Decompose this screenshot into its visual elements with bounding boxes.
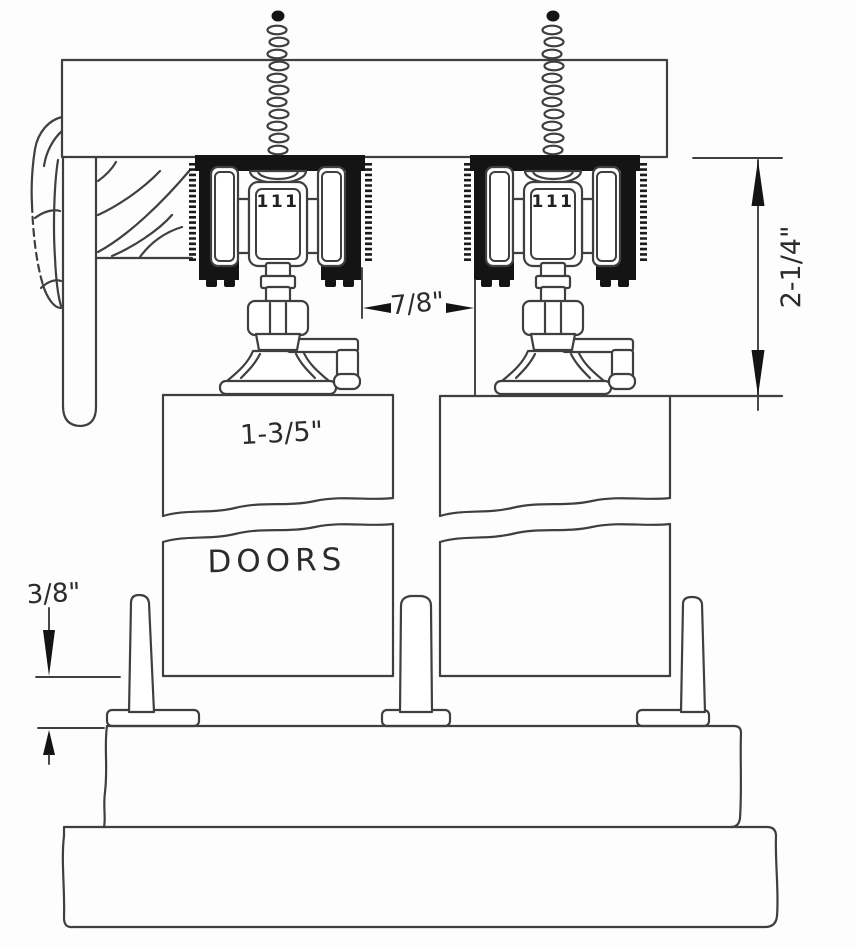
door-left: 1-3/5" DOORS (161, 393, 395, 678)
dim-track-gap-label: 7/8" (389, 287, 445, 322)
threshold-sill (102, 724, 743, 829)
header-board (60, 58, 669, 159)
floor-guide-left (105, 593, 201, 728)
arrowhead-down-icon (43, 630, 55, 676)
dimension-track-gap: 7/8" (361, 267, 476, 397)
dim-door-offset-label: 1-3/5" (239, 416, 323, 451)
arrowhead-up-icon (751, 160, 765, 206)
dimension-floor-clearance: 3/8" (26, 578, 121, 765)
doors-label: DOORS (207, 542, 346, 580)
floor-guide-right (635, 595, 711, 728)
dim-hanger-height-label: 2-1/4" (776, 226, 807, 309)
arrowhead-up-icon (43, 730, 55, 755)
mounting-screw-left (266, 9, 290, 156)
dimension-hanger-height: 2-1/4" (692, 157, 807, 411)
wood-blocking (94, 160, 194, 260)
floor-plank (61, 825, 779, 929)
fascia-board (61, 156, 98, 428)
door-right (438, 394, 784, 678)
floor-guide-middle (380, 594, 452, 728)
mounting-screw-right (541, 9, 565, 156)
arrowhead-right-icon (446, 303, 474, 313)
arrowhead-left-icon (363, 303, 391, 313)
trim-end-grain (30, 115, 64, 310)
dim-floor-clearance-label: 3/8" (26, 578, 81, 611)
arrowhead-down-icon (751, 350, 765, 396)
